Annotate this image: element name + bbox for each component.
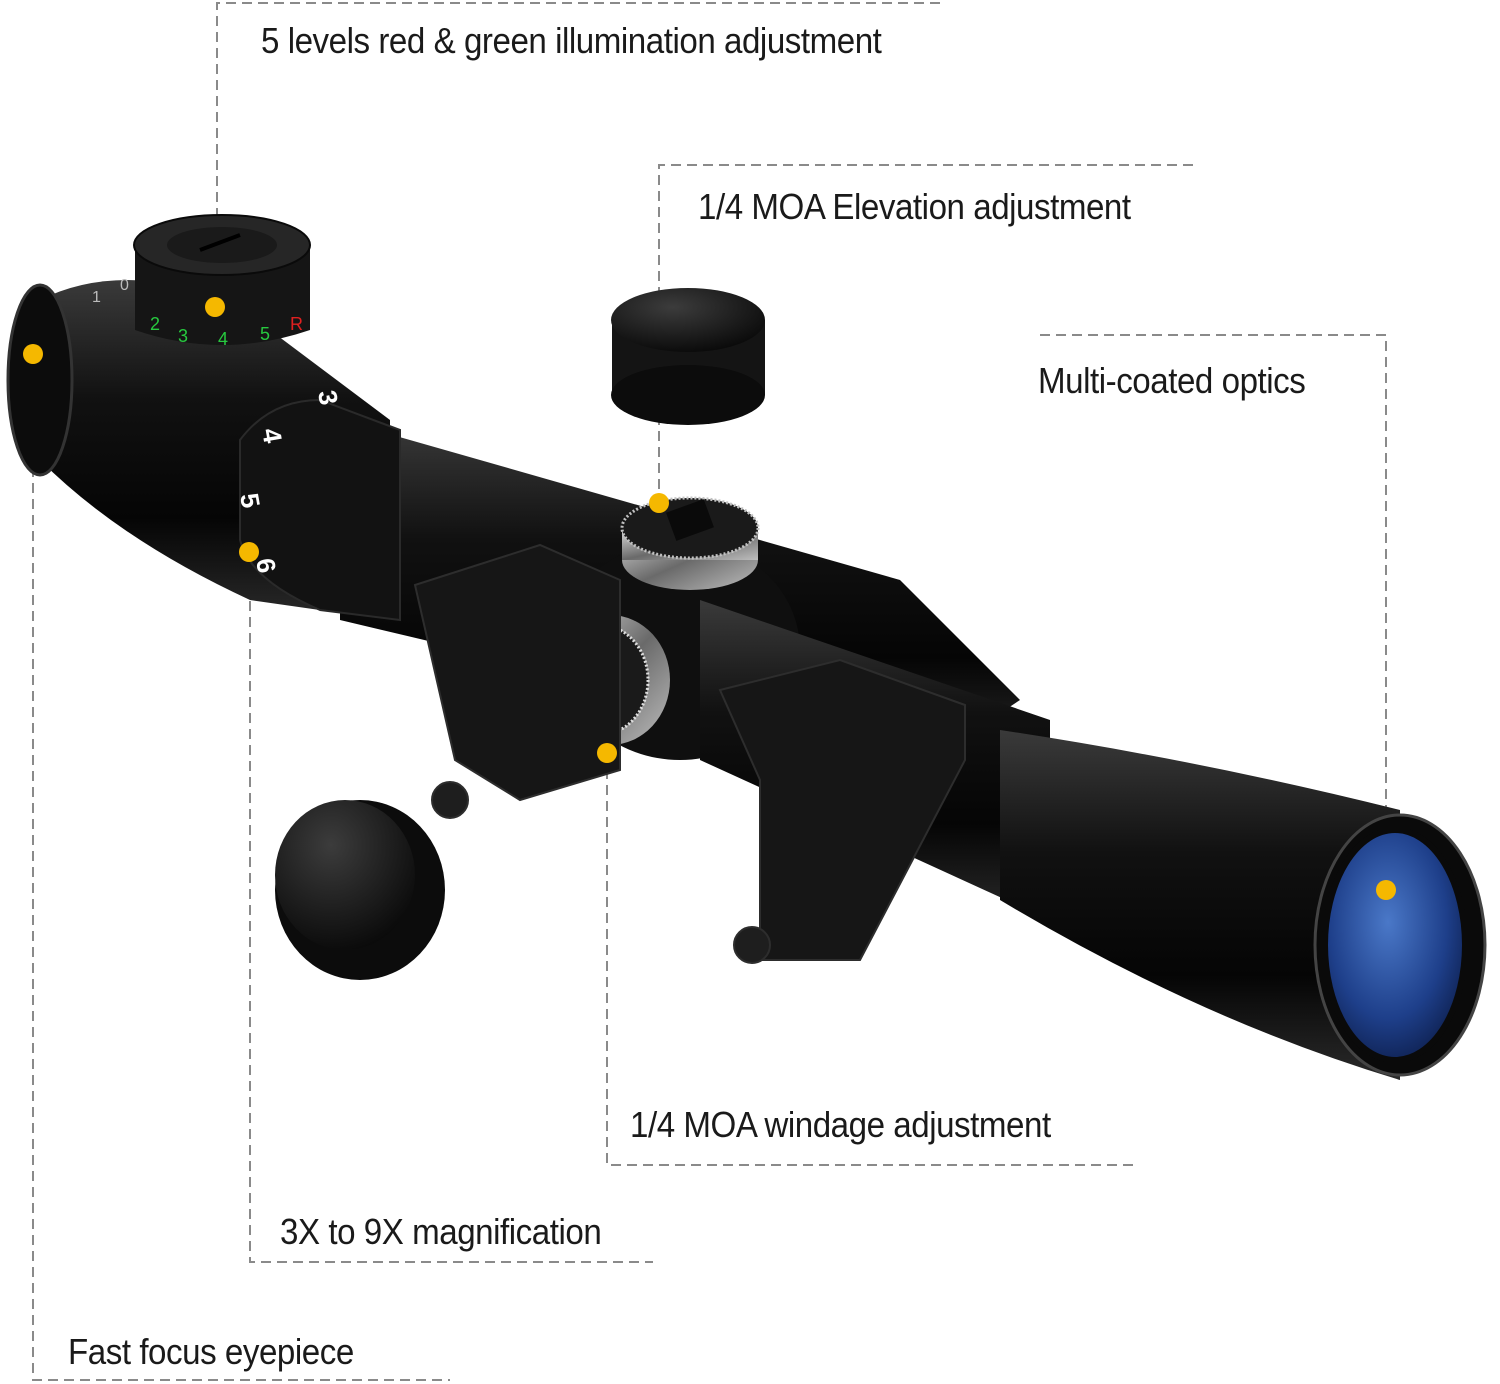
illum-level-5: 5	[260, 324, 270, 344]
connector-magnification	[249, 553, 653, 1263]
connector-illumination	[216, 2, 940, 305]
marker-eyepiece	[23, 344, 43, 364]
callout-elevation: 1/4 MOA Elevation adjustment	[698, 186, 1131, 227]
marker-optics	[1376, 880, 1396, 900]
illumination-scale: 2 3 4 5 R	[150, 314, 303, 349]
power-ring-scale: 3 4 5 6	[234, 388, 344, 575]
connector-eyepiece	[32, 355, 450, 1381]
eyepiece-scale: 0 1	[92, 277, 129, 306]
power-5: 5	[234, 491, 266, 510]
connector-lines	[32, 2, 1387, 1381]
elevation-turret	[620, 496, 760, 590]
marker-illumination	[205, 297, 225, 317]
callout-optics: Multi-coated optics	[1038, 360, 1306, 401]
lens-cap-bottom	[275, 800, 445, 980]
eyepiece-1: 1	[92, 289, 101, 306]
illum-red: R	[290, 314, 303, 334]
eyepiece-0: 0	[120, 277, 129, 294]
marker-windage	[597, 743, 617, 763]
scope-rings	[413, 543, 966, 964]
connector-optics	[1040, 334, 1387, 888]
power-4: 4	[256, 426, 288, 446]
illum-level-3: 3	[178, 326, 188, 346]
callout-illumination: 5 levels red & green illumination adjust…	[261, 20, 882, 61]
connector-windage	[606, 753, 1135, 1166]
power-6: 6	[250, 556, 282, 575]
marker-elevation	[649, 493, 669, 513]
power-3: 3	[312, 388, 344, 407]
callout-magnification: 3X to 9X magnification	[280, 1211, 602, 1252]
illum-level-4: 4	[218, 329, 228, 349]
marker-magnification	[239, 542, 259, 562]
lens-cap-top	[611, 288, 765, 425]
callout-markers	[23, 297, 1396, 900]
illum-level-2: 2	[150, 314, 160, 334]
objective-lens	[1325, 830, 1465, 1060]
illumination-knob	[133, 214, 311, 345]
callout-eyepiece: Fast focus eyepiece	[68, 1331, 354, 1372]
callout-windage: 1/4 MOA windage adjustment	[630, 1104, 1051, 1145]
